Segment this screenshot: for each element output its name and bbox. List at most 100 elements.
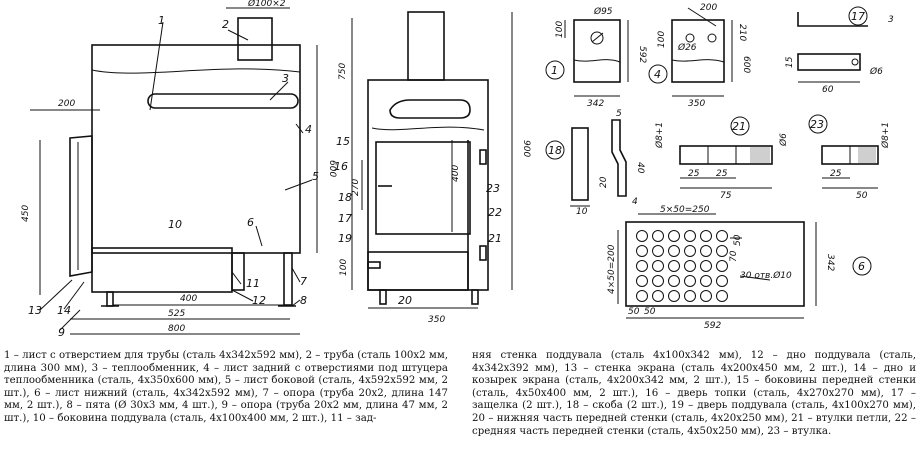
callout-3: 3 [282,72,289,85]
hole [668,290,680,302]
hole [636,230,648,242]
hole [652,275,664,287]
callout-19: 19 [338,232,352,245]
p21-dim-25a: 25 [688,169,700,179]
hole [700,260,712,272]
callout-7: 7 [300,275,307,288]
p18-dim-20: 20 [599,176,609,188]
p6-dim-b50b: 50 [644,307,656,317]
callout-9: 9 [58,326,65,339]
p18-dim-5: 5 [616,109,622,119]
side-view-callouts: 1 2 3 4 5 6 7 8 9 10 11 12 13 14 [28,14,319,339]
hole [652,260,664,272]
p6-dim-b50a: 50 [628,307,640,317]
p6-dim-hole: 30 отв.Ø10 [740,270,792,281]
dim-100: 100 [339,259,349,276]
p1-dim-592: 592 [637,46,647,63]
p6-dim-top: 5×50=250 [660,205,710,215]
p23-dim-50: 50 [856,191,868,201]
dim-400: 400 [180,294,197,304]
p21-dim-25b: 25 [716,169,728,179]
part-4: 4 200 Ø26 210 100 600 350 [648,3,751,109]
hole [636,260,648,272]
p4-dim-600: 600 [741,56,751,73]
dim-400: 400 [451,165,461,182]
hole [652,290,664,302]
callout-21: 21 [488,232,502,245]
part-1: 1 Ø95 100 592 342 [545,6,647,109]
dim-750: 750 [338,63,348,80]
p17-dim-15: 15 [785,56,795,68]
p4-dim-100: 100 [657,31,667,48]
stove-side-view [30,7,318,335]
dim-350: 350 [428,315,445,325]
dim-270: 270 [351,179,361,196]
front-view-dimensions: 750 900 270 400 100 350 [338,63,531,325]
callout-14: 14 [57,304,71,317]
hole [652,245,664,257]
part-6-label: 6 [858,260,865,273]
dim-450: 450 [21,205,31,222]
hole [700,245,712,257]
p6-dim-r70: 70 [729,250,739,262]
p18-dim-40: 40 [635,162,645,174]
hole [716,260,728,272]
dim-600: 600 [327,160,337,177]
p4-dim-200: 200 [700,3,717,13]
p4-dim-26: Ø26 [677,42,697,53]
part-23: 23 Ø8+1 25 50 [808,114,891,201]
hole [716,290,728,302]
hole [716,245,728,257]
p21-dim-8: Ø8+1 [654,122,665,149]
stove-front-view [351,11,513,309]
part-23-label: 23 [810,118,824,131]
callout-13: 13 [28,304,42,317]
p21-dim-75: 75 [720,191,732,201]
p17-dim-6: Ø6 [869,66,883,77]
part-17: 17 3 15 Ø6 60 [785,6,894,95]
hole [700,230,712,242]
p6-dim-r50: 50 [733,234,743,246]
p18-dim-10: 10 [576,207,588,217]
p23-dim-25: 25 [830,169,842,179]
hole [684,230,696,242]
hole [668,230,680,242]
callout-6: 6 [247,216,254,229]
p17-dim-3: 3 [888,15,894,25]
hole [716,275,728,287]
hole [684,260,696,272]
hole [636,275,648,287]
callout-8: 8 [300,294,307,307]
p17-dim-60: 60 [822,85,834,95]
dim-200: 200 [58,99,75,109]
callout-12: 12 [252,294,266,307]
callout-16: 16 [334,160,348,173]
callout-5: 5 [312,170,319,183]
hole [636,245,648,257]
callout-23: 23 [486,182,500,195]
hole-grid [636,230,728,302]
part-17-label: 17 [851,10,865,23]
p1-dim-100: 100 [555,21,565,38]
callout-17: 17 [338,212,352,225]
part-1-label: 1 [551,64,558,77]
part-4-label: 4 [654,68,661,81]
hole [668,275,680,287]
p6-dim-342: 342 [825,254,835,271]
dim-800: 800 [168,324,185,334]
dim-pipe: Ø100×2 [247,0,286,9]
p18-dim-4: 4 [632,197,638,207]
callout-4: 4 [305,123,312,136]
hole [636,290,648,302]
part-6: 6 5×50=250 4×50=200 30 отв.Ø10 50 70 50 … [607,205,872,331]
callout-1: 1 [158,14,165,27]
side-view-dimensions: Ø100×2 200 450 600 400 525 800 [21,0,337,334]
hole [684,290,696,302]
p6-dim-592: 592 [704,321,721,331]
callout-20: 20 [398,294,412,307]
hole [700,275,712,287]
hole [668,260,680,272]
p6-dim-left: 4×50=200 [607,244,617,294]
callout-15: 15 [336,135,350,148]
